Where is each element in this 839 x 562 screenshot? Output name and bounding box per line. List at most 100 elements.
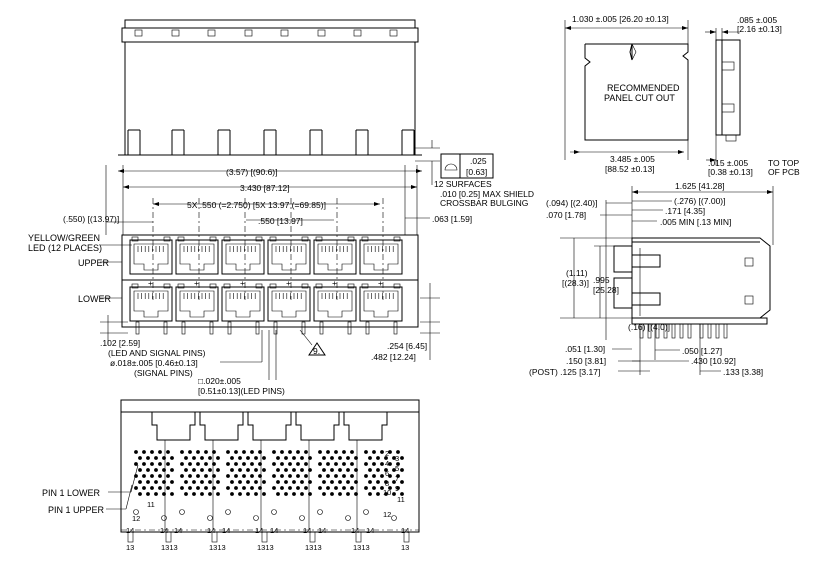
side-d125: (POST) .125 [3.17] xyxy=(529,367,600,377)
side-pin xyxy=(715,323,720,339)
top-view xyxy=(118,19,440,185)
pin-hole xyxy=(284,468,288,472)
port-opening xyxy=(363,290,399,318)
dim-left-550: (.550) [(13.97)] xyxy=(63,214,119,224)
pin-hole xyxy=(208,492,212,496)
pin-hole xyxy=(350,462,354,466)
crosshair-icon: + xyxy=(332,278,337,288)
front-pin xyxy=(227,321,232,335)
pin-hole xyxy=(318,450,322,454)
pin-num-14: 14 xyxy=(401,526,409,535)
pin-hole xyxy=(292,492,296,496)
mount-hole xyxy=(271,509,277,515)
pin1-lower-label: PIN 1 LOWER xyxy=(42,488,101,498)
pin-hole xyxy=(146,480,150,484)
pin-hole xyxy=(300,480,304,484)
pin-hole xyxy=(238,456,242,460)
panel-label-2: PANEL CUT OUT xyxy=(604,93,675,103)
pin-hole xyxy=(372,450,376,454)
pin-hole xyxy=(284,456,288,460)
mount-hole xyxy=(253,515,259,521)
pin-hole xyxy=(188,486,192,490)
pin-hole xyxy=(238,468,242,472)
pin-num-3: 3 xyxy=(395,454,399,463)
pin-hole xyxy=(154,468,158,472)
panel-t015: .015 ±.005 xyxy=(708,158,748,168)
pin-hole xyxy=(138,480,142,484)
pin-hole xyxy=(380,486,384,490)
pin-hole xyxy=(342,462,346,466)
pin-num-5: 5 xyxy=(395,464,399,473)
pin-hole xyxy=(184,492,188,496)
upper-label: UPPER xyxy=(78,258,110,268)
pin-hole xyxy=(200,480,204,484)
pin-hole xyxy=(204,450,208,454)
rj45-port xyxy=(267,239,311,275)
pin-hole xyxy=(322,468,326,472)
pin-hole xyxy=(288,474,292,478)
pin-num-7: 7 xyxy=(395,474,399,483)
pin-hole xyxy=(368,492,372,496)
pin-hole xyxy=(150,486,154,490)
pin-hole xyxy=(392,456,396,460)
mount-hole xyxy=(161,515,167,521)
pin-hole xyxy=(238,492,242,496)
side-d070: .070 [1.78] xyxy=(546,210,586,220)
pin-hole xyxy=(246,492,250,496)
front-pin xyxy=(181,321,186,335)
pin-num-11-left: 11 xyxy=(147,500,155,509)
pin-hole xyxy=(326,450,330,454)
pin-hole xyxy=(212,486,216,490)
pin-num-14: 14 xyxy=(255,526,263,535)
pin-hole xyxy=(192,468,196,472)
pin-hole xyxy=(234,450,238,454)
pin-hole xyxy=(400,468,404,472)
shield-note-2: .010 [0.25] MAX SHIELD xyxy=(440,189,534,199)
pin-num-14: 14 xyxy=(222,526,230,535)
pin-hole xyxy=(372,486,376,490)
pin-hole xyxy=(154,492,158,496)
panel-label-1: RECOMMENDED xyxy=(607,83,680,93)
flat-063: [0.63] xyxy=(466,167,487,177)
pin-hole xyxy=(322,492,326,496)
pin-hole xyxy=(180,474,184,478)
pin-hole xyxy=(334,474,338,478)
front-pin xyxy=(365,321,370,335)
pin-hole xyxy=(212,462,216,466)
pin-num-14: 14 xyxy=(351,526,359,535)
pin-hole xyxy=(388,486,392,490)
pin-hole xyxy=(230,456,234,460)
pin-hole xyxy=(376,492,380,496)
port-opening xyxy=(179,243,215,271)
side-d430: .430 [10.92] xyxy=(691,356,736,366)
pin-hole xyxy=(384,468,388,472)
pin-num-1313: 1313 xyxy=(305,543,322,552)
pin-num-1313: 1313 xyxy=(353,543,370,552)
front-pin xyxy=(393,321,398,335)
top-tab xyxy=(317,29,326,37)
pin-hole xyxy=(376,468,380,472)
side-view: 1.625 [41.28] (.094) [(2.40)] (.276) [(7… xyxy=(529,181,774,377)
pin-hole xyxy=(254,492,258,496)
mount-hole xyxy=(225,509,231,515)
pin-hole xyxy=(216,492,220,496)
front-pin xyxy=(319,321,324,335)
pin-hole xyxy=(242,474,246,478)
pin-hole xyxy=(368,468,372,472)
pin-hole xyxy=(376,480,380,484)
pin-num-1313: 1313 xyxy=(161,543,178,552)
dim-pitch-5x: 5X .550 (=2.750) [5X 13.97 (=69.85)] xyxy=(187,200,326,210)
pin-hole xyxy=(170,468,174,472)
pin-hole xyxy=(396,462,400,466)
rj45-port xyxy=(313,286,357,322)
pin-hole xyxy=(246,456,250,460)
pin-hole xyxy=(142,462,146,466)
pin-hole xyxy=(242,486,246,490)
pin-hole xyxy=(170,492,174,496)
pin-hole xyxy=(288,486,292,490)
pin-hole xyxy=(304,462,308,466)
pin-hole xyxy=(146,456,150,460)
pin1-upper-label: PIN 1 UPPER xyxy=(48,505,105,515)
pin-hole xyxy=(364,462,368,466)
bottom-post xyxy=(403,531,410,543)
